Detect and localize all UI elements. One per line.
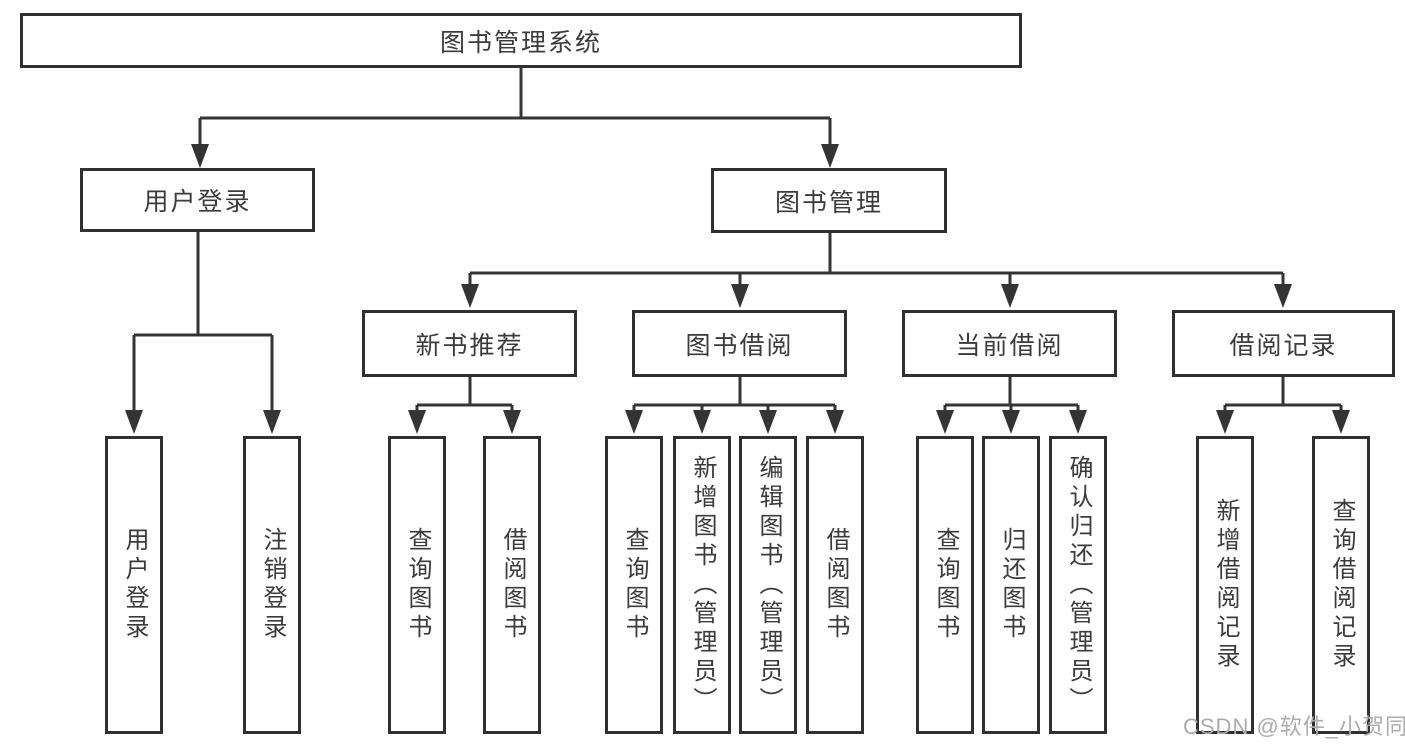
- node-label: 图书借阅: [685, 331, 794, 360]
- leaf-borrow-books-2: 借阅图书: [806, 436, 864, 734]
- node-label: 用户登录: [121, 527, 148, 643]
- node-label: 查询图书: [932, 527, 959, 643]
- node-label: 新增借阅记录: [1212, 498, 1239, 672]
- node-label: 新增图书（管理员）: [689, 454, 716, 716]
- leaf-query-books-2: 查询图书: [605, 436, 663, 734]
- csdn-watermark: CSDN @软件_小贺同学: [1183, 714, 1405, 739]
- leaf-add-borrow-record: 新增借阅记录: [1196, 436, 1254, 734]
- leaf-query-books-3: 查询图书: [916, 436, 974, 734]
- node-label: 注销登录: [259, 527, 286, 643]
- node-label: 查询借阅记录: [1328, 498, 1355, 672]
- node-label: 图书管理: [774, 188, 883, 217]
- node-label: 查询图书: [404, 527, 431, 643]
- leaf-user-login: 用户登录: [105, 436, 163, 734]
- leaf-logout: 注销登录: [243, 436, 301, 734]
- node-book-management: 图书管理: [711, 168, 947, 233]
- node-label: 用户登录: [143, 188, 252, 216]
- node-label: 借阅记录: [1229, 331, 1338, 360]
- node-new-book-recommend: 新书推荐: [362, 310, 577, 377]
- node-borrow-records: 借阅记录: [1172, 310, 1395, 377]
- node-label: 当前借阅: [955, 331, 1064, 360]
- node-root-system: 图书管理系统: [20, 13, 1022, 68]
- node-current-borrow: 当前借阅: [902, 310, 1117, 377]
- node-label: 查询图书: [621, 527, 648, 643]
- leaf-return-books: 归还图书: [982, 436, 1040, 734]
- node-book-borrow: 图书借阅: [632, 310, 847, 377]
- node-user-login: 用户登录: [80, 168, 315, 232]
- leaf-edit-books-admin: 编辑图书（管理员）: [739, 436, 797, 734]
- node-label: 借阅图书: [499, 527, 526, 643]
- leaf-borrow-books-1: 借阅图书: [483, 436, 541, 734]
- leaf-add-books-admin: 新增图书（管理员）: [673, 436, 731, 734]
- node-label: 新书推荐: [415, 331, 524, 360]
- leaf-query-books-1: 查询图书: [388, 436, 446, 734]
- node-label: 编辑图书（管理员）: [755, 454, 782, 716]
- node-label: 归还图书: [998, 527, 1025, 643]
- node-label: 图书管理系统: [439, 28, 602, 57]
- leaf-query-borrow-record: 查询借阅记录: [1312, 436, 1370, 734]
- leaf-confirm-return-admin: 确认归还（管理员）: [1049, 436, 1107, 734]
- node-label: 借阅图书: [822, 527, 849, 643]
- node-label: 确认归还（管理员）: [1065, 454, 1092, 716]
